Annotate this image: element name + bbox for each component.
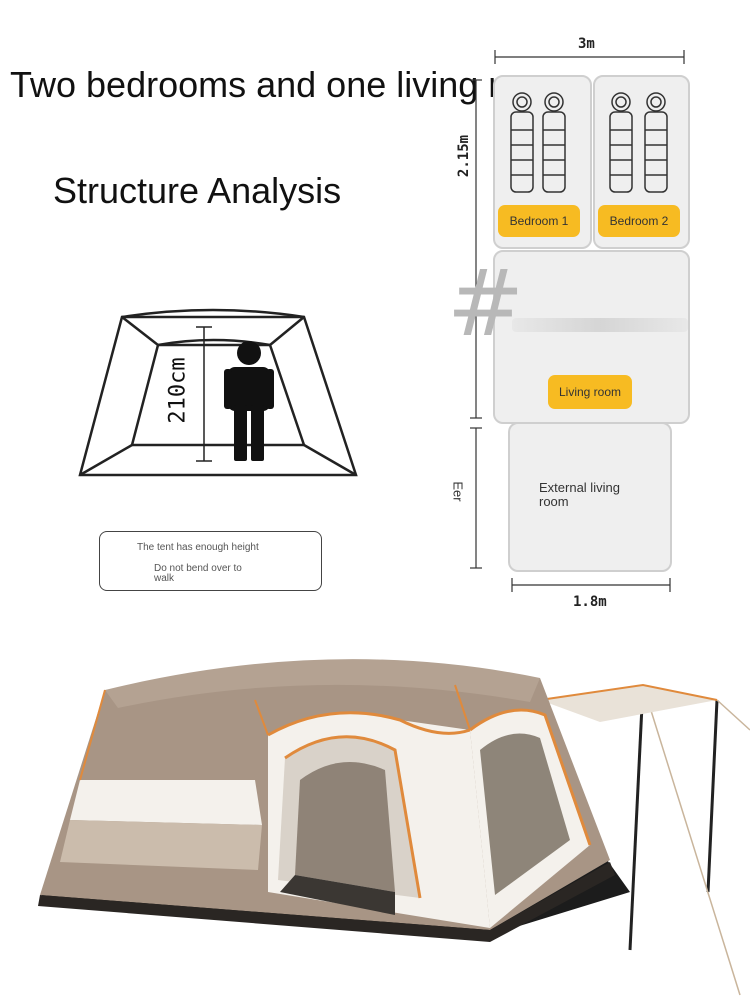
living-room-badge: Living room <box>548 375 632 409</box>
watermark-bar <box>512 318 688 332</box>
floor-plan-dimensions <box>470 50 685 592</box>
note-box: The tent has enough height Do not bend o… <box>99 531 322 591</box>
external-living-room-area <box>508 422 672 572</box>
main-title: Two bedrooms and one living room <box>10 64 571 105</box>
tent-photo <box>38 659 750 996</box>
subtitle: Structure Analysis <box>53 170 342 211</box>
external-living-room-label: External living room <box>539 480 620 509</box>
width-bottom-label: 1.8m <box>573 594 607 610</box>
bedroom-2-badge: Bedroom 2 <box>598 205 680 237</box>
height-side-label: 2.15m <box>456 134 473 178</box>
note-line-2: Do not bend over to walk <box>154 563 242 584</box>
tent-height-diagram <box>78 308 358 477</box>
width-top-label: 3m <box>578 36 595 52</box>
watermark-hash: # <box>447 250 525 357</box>
note-line-1: The tent has enough height <box>137 542 259 553</box>
height-label: 210cm <box>165 357 191 424</box>
sleeping-bag-icons <box>510 92 668 193</box>
ext-side-label: Eer <box>450 481 466 502</box>
bedroom-1-badge: Bedroom 1 <box>498 205 580 237</box>
person-icon <box>224 341 274 461</box>
